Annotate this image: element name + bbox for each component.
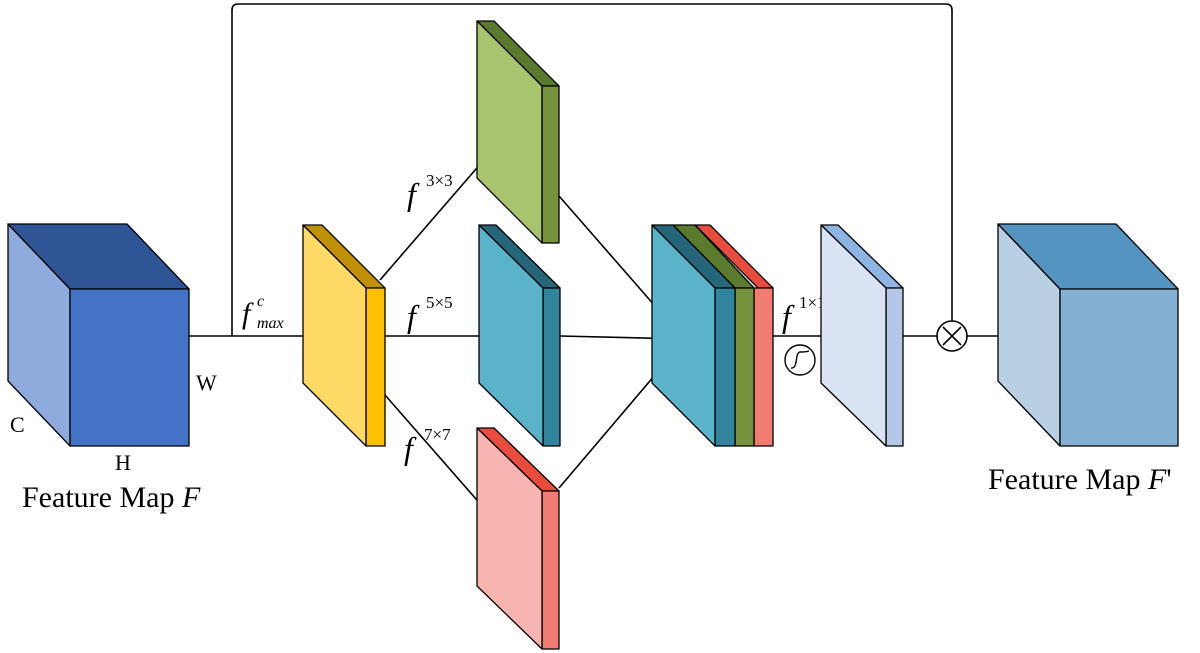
attention-slab-front xyxy=(820,224,887,447)
skip-connection-line xyxy=(231,3,953,336)
conv3-slab xyxy=(476,20,560,244)
fmax-superscript: c xyxy=(257,293,264,310)
width-label: W xyxy=(196,370,217,395)
max-pooling-slab xyxy=(302,224,386,447)
conv7-slab-side xyxy=(541,490,560,650)
conv5-label: f xyxy=(407,298,420,334)
output-caption-prime: ' xyxy=(1166,463,1171,496)
conv3-superscript: 3×3 xyxy=(426,171,453,190)
concat-teal-front xyxy=(651,224,716,447)
conv1-superscript: 1×1 xyxy=(799,293,826,312)
multiply-icon xyxy=(936,320,968,352)
max-slab-side xyxy=(365,287,386,447)
conv5-slab xyxy=(478,224,561,447)
height-label: H xyxy=(115,450,131,475)
conv7-slab xyxy=(476,427,560,650)
output-cube-front xyxy=(1059,288,1179,447)
conv7-superscript: 7×7 xyxy=(424,425,451,444)
input-feature-map-cube xyxy=(7,223,190,447)
output-caption-text: Feature Map xyxy=(988,463,1148,496)
sigmoid-icon xyxy=(784,344,816,376)
fmax-subscript: max xyxy=(257,315,284,332)
concat-pink-side xyxy=(753,287,774,447)
conv7-label: f xyxy=(404,430,417,466)
input-caption: Feature Map F xyxy=(22,481,201,514)
conv3-label: f xyxy=(407,176,420,212)
attention-map-slab xyxy=(820,224,904,447)
concat-stack xyxy=(651,224,774,447)
input-caption-symbol: F xyxy=(181,481,201,514)
output-feature-map-cube xyxy=(997,223,1179,447)
conv7-slab-front xyxy=(476,427,543,650)
input-cube-front xyxy=(69,288,190,447)
attention-slab-side xyxy=(885,287,904,447)
channel-label: C xyxy=(10,412,25,437)
concat-teal-side xyxy=(714,287,736,447)
input-caption-text: Feature Map xyxy=(22,481,182,514)
fmax-f: f xyxy=(242,297,254,330)
conv3-slab-front xyxy=(476,20,543,244)
conv5-superscript: 5×5 xyxy=(426,293,453,312)
conv1-label: f xyxy=(782,298,795,334)
output-caption-symbol: F xyxy=(1147,463,1167,496)
concat-green-side xyxy=(734,287,755,447)
output-caption: Feature Map F' xyxy=(988,463,1172,496)
conv5-slab-side xyxy=(542,287,561,447)
max-slab-front xyxy=(302,224,367,447)
conv5-slab-front xyxy=(478,224,544,447)
conv3-slab-side xyxy=(541,85,560,244)
fmax-label: f xyxy=(242,297,254,330)
